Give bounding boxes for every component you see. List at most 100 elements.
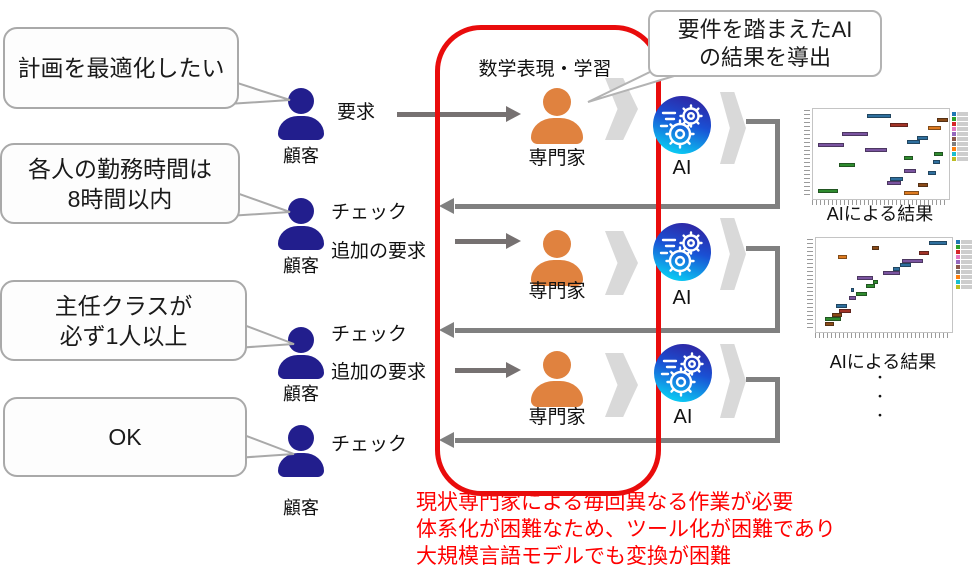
gantt-bar [903, 169, 916, 174]
flow-block-arrow-expert-to-ai-3 [605, 353, 638, 417]
legend-row [952, 122, 968, 126]
flow-block-arrow-expert-to-ai-2 [605, 231, 638, 295]
ai-label-1: AI [672, 157, 692, 179]
check-connector-2-seg-vert [775, 246, 780, 333]
gantt-bar [851, 288, 855, 293]
person-head [543, 88, 571, 116]
legend-row [956, 280, 972, 284]
person-head [543, 351, 571, 379]
gantt-bar [917, 182, 929, 187]
chart-plot-area [815, 237, 953, 333]
legend-row [956, 285, 972, 289]
legend-row [952, 157, 968, 161]
customer-icon-1 [278, 88, 324, 140]
legend-row [956, 250, 972, 254]
chart-caption-2: AIによる結果 [829, 352, 937, 372]
check-arrow-head-2 [439, 322, 454, 338]
label-check-3: チェック [331, 434, 408, 455]
ai-label-3: AI [673, 406, 693, 428]
gantt-bar [835, 303, 847, 308]
problem-note: 現状専門家による毎回異なる作業が必要 体系化が困難なため、ツール化が困難であり … [416, 489, 836, 570]
gantt-bar [907, 139, 920, 144]
gantt-bar [902, 258, 924, 263]
gantt-bar [882, 271, 901, 276]
additional-request-arrow-head-2 [506, 362, 521, 378]
legend-row [956, 260, 972, 264]
legend-row [956, 275, 972, 279]
person-body [278, 355, 324, 379]
gears-icon [659, 104, 703, 149]
gantt-bar [928, 126, 941, 131]
label-additional-request-2: 追加の要求 [331, 362, 427, 383]
chart-caption-1: AIによる結果 [826, 204, 934, 224]
legend-row [952, 127, 968, 131]
customer-icon-2 [278, 198, 324, 250]
dot: ・ [873, 370, 887, 385]
chart-legend [956, 240, 972, 290]
check-connector-2-seg-top [746, 246, 780, 251]
gantt-bar [934, 152, 943, 157]
person-head [288, 198, 314, 224]
check-arrow-head-3 [439, 432, 454, 448]
person-head [288, 88, 314, 114]
expert-label-2: 専門家 [528, 281, 586, 302]
note-line-3: 大規模言語モデルでも変換が困難 [416, 545, 731, 568]
legend-row [956, 270, 972, 274]
x-axis-ticks [812, 200, 948, 205]
speech-bubble-2: 各人の勤務時間は 8時間以内 [0, 143, 240, 224]
request-arrow-shaft [397, 112, 507, 117]
note-line-1: 現状専門家による毎回異なる作業が必要 [416, 491, 794, 514]
ai-icon-1 [653, 96, 711, 154]
legend-row [952, 112, 968, 116]
gantt-chart-1 [804, 108, 972, 205]
gantt-bar [825, 317, 841, 322]
customer-icon-4 [278, 425, 324, 477]
gantt-bar [903, 190, 919, 195]
check-connector-1-seg-bottom [455, 204, 780, 209]
bubble-2-text-line2: 8時間以内 [67, 185, 173, 212]
bubble-tail-1 [228, 78, 291, 106]
expert-icon-3 [531, 351, 583, 407]
customer-label-1: 顧客 [283, 146, 319, 166]
person-head [288, 425, 314, 451]
speech-bubble-1: 計画を最適化したい [3, 27, 239, 109]
legend-row [952, 147, 968, 151]
gantt-bar [890, 176, 903, 181]
legend-row [956, 265, 972, 269]
person-body [278, 453, 324, 477]
bubble-3-text-line2: 必ず1人以上 [59, 322, 188, 349]
bubble-tail-4 [236, 430, 295, 460]
expert-icon-1 [531, 88, 583, 144]
gantt-bar [857, 275, 873, 280]
gantt-bar [919, 250, 930, 255]
gantt-bar [928, 171, 937, 176]
y-axis-ticks [804, 110, 810, 196]
flow-block-arrow-ai-out-1 [720, 92, 746, 164]
check-connector-3-seg-top [746, 377, 780, 382]
speech-bubble-3: 主任クラスが 必ず1人以上 [0, 280, 247, 361]
bubble-1-text: 計画を最適化したい [17, 55, 225, 81]
ai-icon-3 [654, 344, 712, 402]
gantt-bar [937, 118, 948, 122]
gantt-bar [839, 163, 855, 167]
gantt-bar [831, 313, 842, 318]
gantt-chart-2 [807, 237, 975, 338]
gantt-bar [903, 155, 914, 160]
gantt-bar [900, 263, 911, 268]
gantt-bar [893, 267, 901, 272]
gantt-bar [872, 279, 878, 284]
customer-icon-3 [278, 327, 324, 379]
gantt-bar [865, 147, 888, 152]
label-check-2: チェック [331, 324, 408, 345]
legend-row [952, 117, 968, 121]
gantt-bar [838, 309, 852, 314]
gantt-bar [887, 180, 901, 185]
expert-label-3: 専門家 [528, 407, 586, 428]
callout-line1: 要件を踏まえたAI [677, 16, 853, 42]
red-box-title: 数学表現・学習 [478, 59, 612, 80]
bubble-3-text-line1: 主任クラスが [54, 292, 193, 319]
check-connector-3-seg-vert [775, 377, 780, 443]
gantt-bar [929, 241, 947, 246]
legend-row [952, 142, 968, 146]
